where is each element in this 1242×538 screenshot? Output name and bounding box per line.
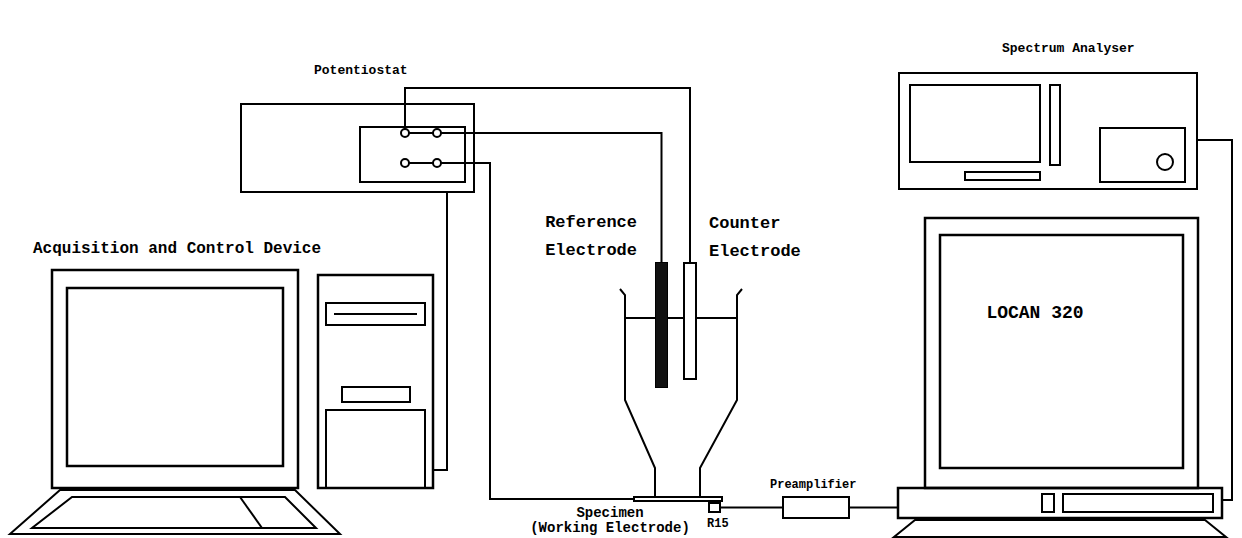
drive-slot <box>334 313 417 315</box>
electrode-label: Reference Electrode <box>545 209 637 265</box>
monitor <box>925 218 1198 488</box>
preamplifier-box: Preamplifier <box>782 496 850 519</box>
tower-panel <box>326 410 425 488</box>
drive-slot <box>1042 494 1054 512</box>
terminal <box>433 129 441 137</box>
cell-wall <box>700 289 742 496</box>
screen-label: LOCAN 320 <box>986 303 1083 324</box>
analyser-slot <box>965 172 1040 180</box>
keyboard-keys <box>32 497 316 528</box>
cell-wall <box>620 289 655 496</box>
drive-bay <box>342 387 410 402</box>
wire-stub <box>404 103 406 129</box>
device-label: Potentiostat <box>314 64 408 79</box>
computer: Acquisition and Control Device <box>8 270 433 536</box>
spectrum-analyser-box: Spectrum Analyser <box>898 72 1198 190</box>
analyser-screen <box>910 85 1040 162</box>
terminal <box>433 159 441 167</box>
keyboard <box>10 490 340 534</box>
screen <box>940 235 1183 468</box>
computer: LOCAN 320 <box>898 218 1222 537</box>
monitor <box>52 270 298 488</box>
wire <box>721 507 782 509</box>
wire <box>433 193 447 470</box>
keyboard <box>894 520 1226 537</box>
specimen-label: Specimen <box>576 505 643 521</box>
screen <box>67 288 283 466</box>
drive-bay <box>1063 494 1213 512</box>
analyser-knob <box>1157 154 1173 170</box>
drive-bay <box>326 303 425 325</box>
analyser-bar <box>1050 85 1060 165</box>
wire-stub <box>441 132 475 134</box>
sensor: R15 <box>708 502 721 513</box>
sensor-label: R15 <box>707 518 729 532</box>
computer-base <box>898 488 1222 518</box>
analyser-panel <box>1100 128 1185 182</box>
computer-tower <box>318 275 433 488</box>
wire <box>1198 140 1232 500</box>
terminal-link <box>409 162 433 164</box>
device-label: Preamplifier <box>770 479 856 493</box>
potentiostat-box: Potentiostat <box>240 103 475 193</box>
terminal <box>401 129 409 137</box>
terminal <box>401 159 409 167</box>
reference-electrode: Reference Electrode <box>655 262 668 388</box>
device-label: Acquisition and Control Device <box>33 240 321 258</box>
counter-electrode: Counter Electrode <box>683 262 697 380</box>
wire <box>850 507 898 509</box>
terminal-panel <box>360 127 465 182</box>
electrode-label: Counter Electrode <box>709 210 801 266</box>
terminal-link <box>409 132 433 134</box>
wire-stub <box>441 162 475 164</box>
keyboard-divider <box>240 497 262 528</box>
specimen-label: (Working Electrode) <box>530 520 690 536</box>
electrolyte-level <box>625 317 737 319</box>
device-label: Spectrum Analyser <box>1002 42 1135 57</box>
